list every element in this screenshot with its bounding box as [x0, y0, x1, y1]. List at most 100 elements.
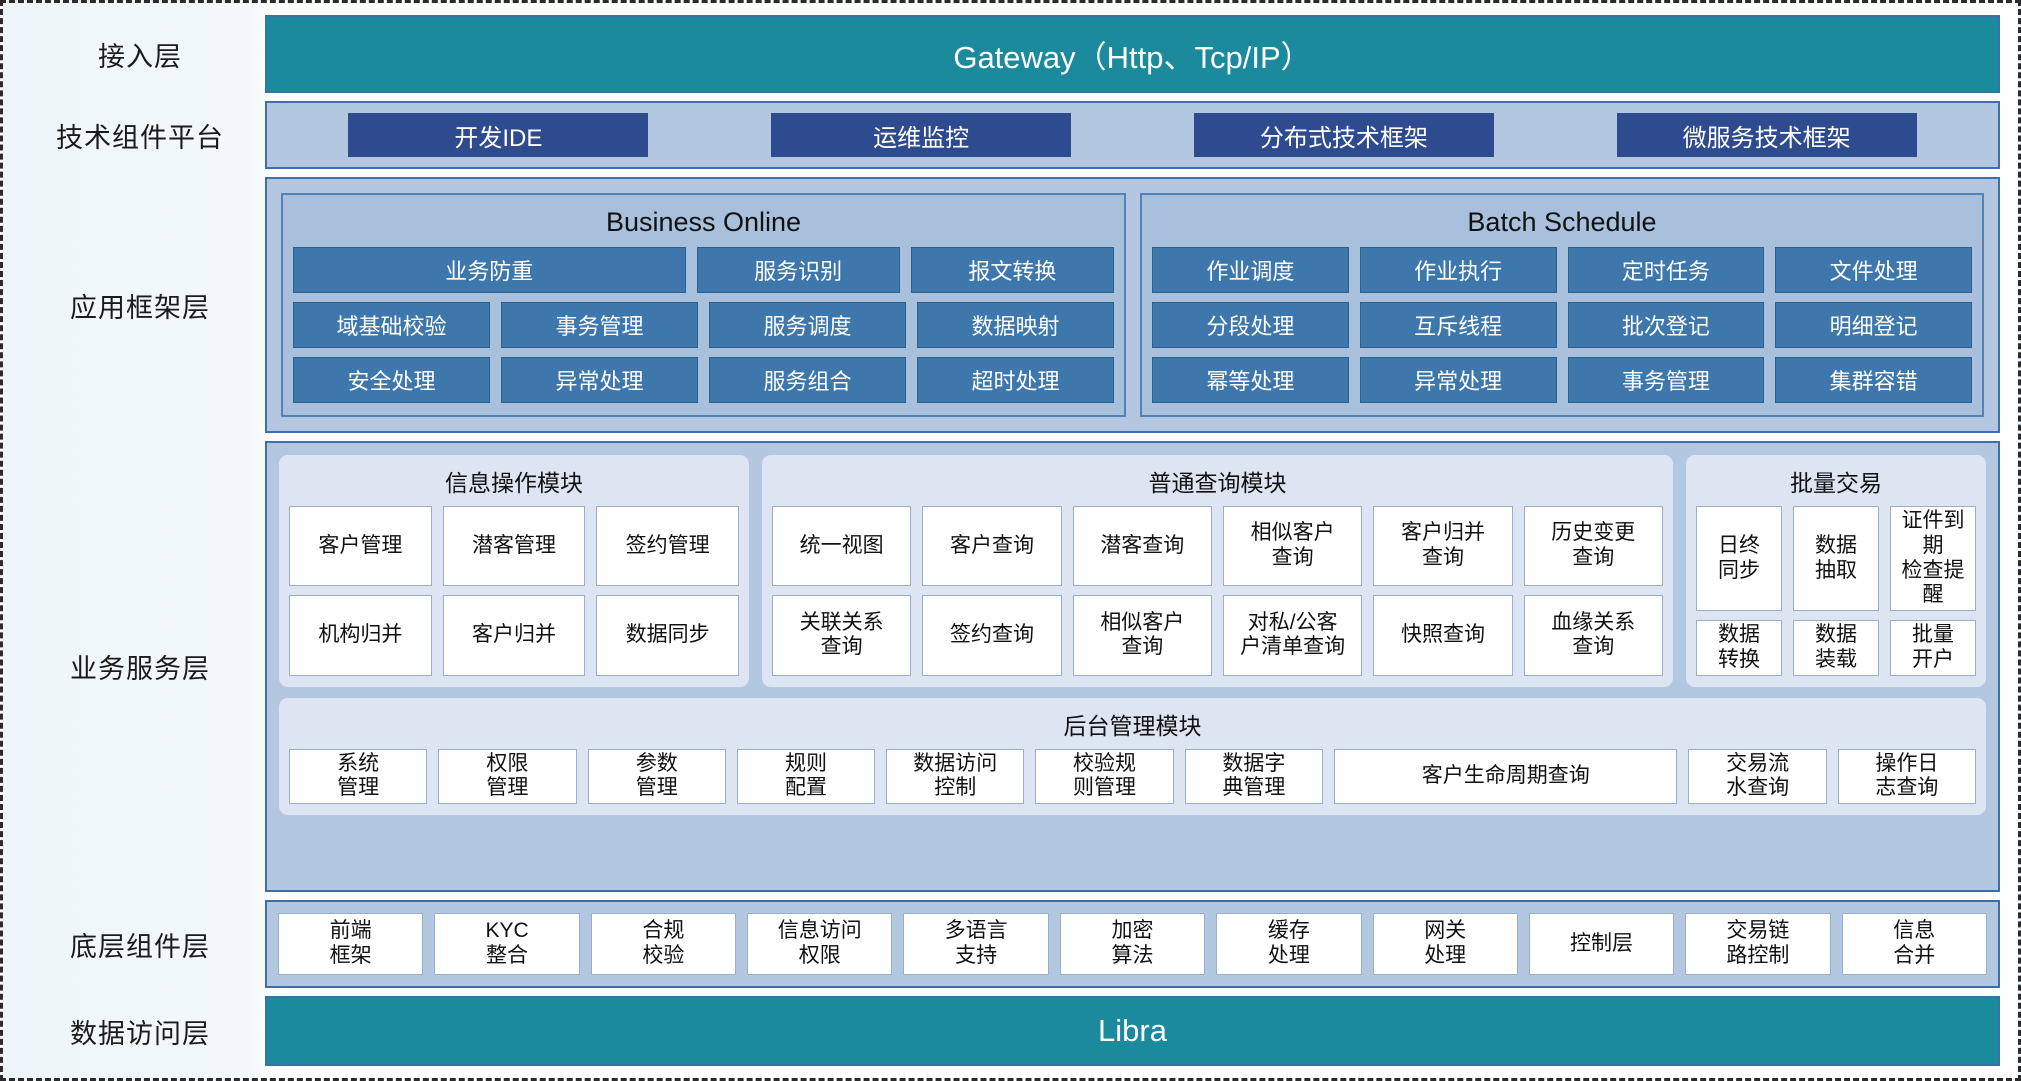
framework-chip[interactable]: 作业执行	[1359, 247, 1557, 293]
base-component-cell[interactable]: 信息访问权限	[747, 913, 893, 975]
cell-row: 日终同步数据抽取证件到期检查提醒	[1696, 506, 1976, 612]
service-cell[interactable]: 对私/公客户清单查询	[1222, 595, 1363, 676]
service-cell[interactable]: 机构归并	[289, 595, 432, 676]
tech-platform-band: 开发IDE 运维监控 分布式技术框架 微服务技术框架	[265, 101, 2000, 169]
service-cell[interactable]: 潜客查询	[1072, 506, 1212, 587]
layer-access: 接入层 Gateway（Http、Tcp/IP）	[15, 15, 2000, 93]
framework-chip[interactable]: 幂等处理	[1152, 357, 1349, 403]
framework-chip[interactable]: 作业调度	[1152, 247, 1349, 293]
cell-row: 客户管理潜客管理签约管理	[289, 506, 740, 587]
tech-chip[interactable]: 微服务技术框架	[1616, 113, 1917, 157]
framework-chip[interactable]: 集群容错	[1775, 357, 1972, 403]
service-cell[interactable]: 数据转换	[1696, 620, 1782, 676]
panel-business-online: Business Online 业务防重服务识别报文转换域基础校验事务管理服务调…	[281, 193, 1126, 417]
base-component-cell[interactable]: 前端框架	[278, 913, 424, 975]
admin-cell[interactable]: 操作日志查询	[1837, 748, 1977, 805]
panel-title: 后台管理模块	[1063, 712, 1202, 739]
chip-row: 分段处理互斥线程批次登记明细登记	[1152, 302, 1972, 348]
service-cell[interactable]: 相似客户查询	[1072, 595, 1212, 676]
panel-query-module: 普通查询模块 统一视图客户查询潜客查询相似客户查询客户归并查询历史变更查询关联关…	[762, 455, 1673, 687]
service-cell[interactable]: 血缘关系查询	[1523, 595, 1663, 676]
framework-chip[interactable]: 分段处理	[1152, 302, 1349, 348]
framework-chip[interactable]: 域基础校验	[293, 302, 490, 348]
base-component-cell[interactable]: 多语言支持	[903, 913, 1049, 975]
service-cell[interactable]: 客户查询	[922, 506, 1062, 587]
framework-chip[interactable]: 异常处理	[1359, 357, 1557, 403]
framework-chip[interactable]: 事务管理	[501, 302, 698, 348]
cell-grid: 统一视图客户查询潜客查询相似客户查询客户归并查询历史变更查询关联关系查询签约查询…	[772, 506, 1663, 676]
framework-chip[interactable]: 数据映射	[917, 302, 1114, 348]
admin-cell[interactable]: 交易流水查询	[1688, 748, 1827, 805]
framework-chip[interactable]: 服务调度	[709, 302, 906, 348]
chip-grid: 业务防重服务识别报文转换域基础校验事务管理服务调度数据映射安全处理异常处理服务组…	[293, 247, 1114, 403]
framework-chip[interactable]: 服务组合	[709, 357, 906, 403]
chip-grid: 作业调度作业执行定时任务文件处理分段处理互斥线程批次登记明细登记幂等处理异常处理…	[1152, 247, 1972, 403]
service-cell[interactable]: 关联关系查询	[772, 595, 912, 676]
admin-cell[interactable]: 规则配置	[736, 748, 876, 805]
layer-label-tech-platform: 技术组件平台	[56, 122, 224, 153]
base-component-cell[interactable]: 控制层	[1528, 913, 1675, 975]
cell-grid: 系统管理权限管理参数管理规则配置数据访问控制校验规则管理数据字典管理客户生命周期…	[289, 748, 1977, 805]
service-cell[interactable]: 签约查询	[922, 595, 1062, 676]
service-cell[interactable]: 相似客户查询	[1222, 506, 1363, 587]
service-cell[interactable]: 快照查询	[1373, 595, 1513, 676]
framework-chip[interactable]: 报文转换	[910, 247, 1114, 293]
cell-grid: 日终同步数据抽取证件到期检查提醒数据转换数据装载批量开户	[1696, 506, 1976, 676]
service-cell[interactable]: 批量开户	[1890, 620, 1976, 676]
tech-chip[interactable]: 分布式技术框架	[1193, 113, 1494, 157]
cell-row: 数据转换数据装载批量开户	[1696, 620, 1976, 676]
framework-chip[interactable]: 批次登记	[1567, 302, 1765, 348]
service-cell[interactable]: 日终同步	[1696, 506, 1782, 612]
admin-cell[interactable]: 数据字典管理	[1184, 748, 1323, 805]
chip-row: 业务防重服务识别报文转换	[293, 247, 1114, 293]
admin-cell[interactable]: 数据访问控制	[886, 748, 1025, 805]
framework-chip[interactable]: 事务管理	[1567, 357, 1765, 403]
base-component-cell[interactable]: 合规校验	[590, 913, 737, 975]
framework-chip[interactable]: 明细登记	[1775, 302, 1972, 348]
service-cell[interactable]: 统一视图	[772, 506, 912, 587]
tech-chip[interactable]: 开发IDE	[348, 113, 649, 157]
base-component-cell[interactable]: 信息合并	[1841, 913, 1987, 975]
framework-chip[interactable]: 异常处理	[501, 357, 698, 403]
cell-row: 统一视图客户查询潜客查询相似客户查询客户归并查询历史变更查询	[772, 506, 1663, 587]
cell-row: 关联关系查询签约查询相似客户查询对私/公客户清单查询快照查询血缘关系查询	[772, 595, 1663, 676]
service-cell[interactable]: 客户归并	[442, 595, 586, 676]
admin-cell[interactable]: 客户生命周期查询	[1333, 748, 1678, 805]
framework-chip[interactable]: 互斥线程	[1359, 302, 1557, 348]
service-cell[interactable]: 潜客管理	[442, 506, 586, 587]
base-component-cell[interactable]: 加密算法	[1059, 913, 1206, 975]
layer-label-access: 接入层	[98, 41, 182, 72]
service-cell[interactable]: 历史变更查询	[1523, 506, 1663, 587]
service-cell[interactable]: 数据同步	[596, 595, 740, 676]
admin-cell[interactable]: 系统管理	[289, 748, 428, 805]
gateway-band: Gateway（Http、Tcp/IP）	[265, 15, 2000, 93]
panel-title: 普通查询模块	[1148, 470, 1287, 496]
service-cell[interactable]: 签约管理	[596, 506, 740, 587]
framework-chip[interactable]: 定时任务	[1567, 247, 1765, 293]
service-cell[interactable]: 证件到期检查提醒	[1890, 506, 1976, 612]
layer-data-access: 数据访问层 Libra	[15, 996, 2000, 1066]
service-cell[interactable]: 数据抽取	[1793, 506, 1879, 612]
panel-title: Business Online	[605, 207, 802, 237]
framework-chip[interactable]: 服务识别	[696, 247, 900, 293]
framework-chip[interactable]: 安全处理	[293, 357, 490, 403]
service-cell[interactable]: 客户归并查询	[1373, 506, 1513, 587]
admin-cell[interactable]: 权限管理	[438, 748, 577, 805]
panel-title: Batch Schedule	[1467, 207, 1657, 237]
framework-chip[interactable]: 超时处理	[917, 357, 1114, 403]
tech-chip[interactable]: 运维监控	[771, 113, 1072, 157]
base-component-cell[interactable]: 交易链路控制	[1685, 913, 1831, 975]
framework-chip[interactable]: 文件处理	[1775, 247, 1972, 293]
base-component-cell[interactable]: 缓存处理	[1216, 913, 1362, 975]
base-component-cell[interactable]: 网关处理	[1372, 913, 1518, 975]
admin-cell[interactable]: 校验规则管理	[1035, 748, 1174, 805]
service-cell[interactable]: 客户管理	[289, 506, 432, 587]
chip-row: 幂等处理异常处理事务管理集群容错	[1152, 357, 1972, 403]
panel-title: 批量交易	[1790, 470, 1882, 496]
framework-chip[interactable]: 业务防重	[293, 247, 686, 293]
admin-cell[interactable]: 参数管理	[587, 748, 726, 805]
service-cell[interactable]: 数据装载	[1793, 620, 1879, 676]
